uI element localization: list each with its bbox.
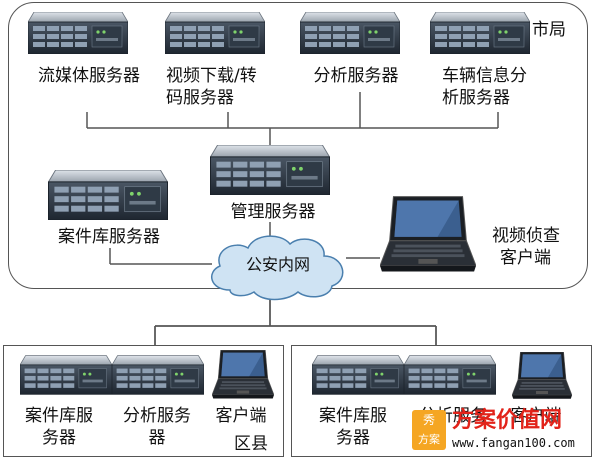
county-right-client-laptop-icon [512, 352, 572, 400]
county-right-case-library-label-line2: 务器 [336, 428, 370, 448]
county-right-client-label: 客户端 [510, 406, 562, 426]
county-region-label: 区县 [234, 434, 268, 454]
county-left-case-library-label-line1: 案件库服 [25, 406, 93, 426]
county-right-case-library-server-icon [312, 355, 404, 395]
brand-watermark: 秀 方案 方案价值网 www.fangan100.com [412, 408, 590, 456]
county-left-case-library-server-icon [20, 355, 112, 395]
county-left-case-library-label-line2: 务器 [42, 428, 76, 448]
analysis-server-label: 分析服务器 [313, 66, 399, 86]
city-region-label: 市局 [532, 20, 566, 40]
brand-url: www.fangan100.com [452, 436, 575, 450]
county-right-case-library-label-line1: 案件库服 [319, 406, 387, 426]
county-left-client-label: 客户端 [215, 406, 267, 426]
brand-seal-top: 秀 [422, 413, 435, 427]
video-download-server-label-line1: 视频下载/转 [166, 66, 257, 86]
county-right-analysis-server-icon [404, 355, 496, 395]
analysis-server-icon [300, 12, 400, 54]
video-download-server-icon [165, 12, 265, 54]
video-download-server-label-line2: 码服务器 [166, 88, 234, 108]
county-left-analysis-server-icon [112, 355, 204, 395]
streaming-server-label: 流媒体服务器 [38, 66, 140, 86]
intranet-cloud-icon [210, 235, 344, 301]
brand-seal [412, 410, 446, 450]
intranet-cloud-label: 公安内网 [245, 255, 310, 274]
county-left-analysis-label-line2: 器 [148, 428, 166, 448]
county-left-client-laptop-icon [212, 350, 274, 400]
brand-name: 方案价值网 [452, 408, 563, 433]
brand-seal-bottom: 方案 [418, 433, 440, 446]
vehicle-info-server-label-line2: 析服务器 [442, 88, 510, 108]
investigation-client-label-line1: 视频侦查 [492, 226, 560, 246]
vehicle-info-server-icon [430, 12, 530, 54]
streaming-server-icon [28, 12, 128, 54]
investigation-client-laptop-icon [380, 196, 476, 274]
management-server-label: 管理服务器 [230, 202, 316, 222]
case-library-server-icon [48, 170, 168, 220]
case-library-server-label: 案件库服务器 [58, 227, 160, 247]
investigation-client-label-line2: 客户端 [500, 248, 551, 268]
management-server-icon [210, 145, 330, 195]
vehicle-info-server-label-line1: 车辆信息分 [442, 66, 527, 86]
county-left-analysis-label-line1: 分析服务 [123, 406, 191, 426]
